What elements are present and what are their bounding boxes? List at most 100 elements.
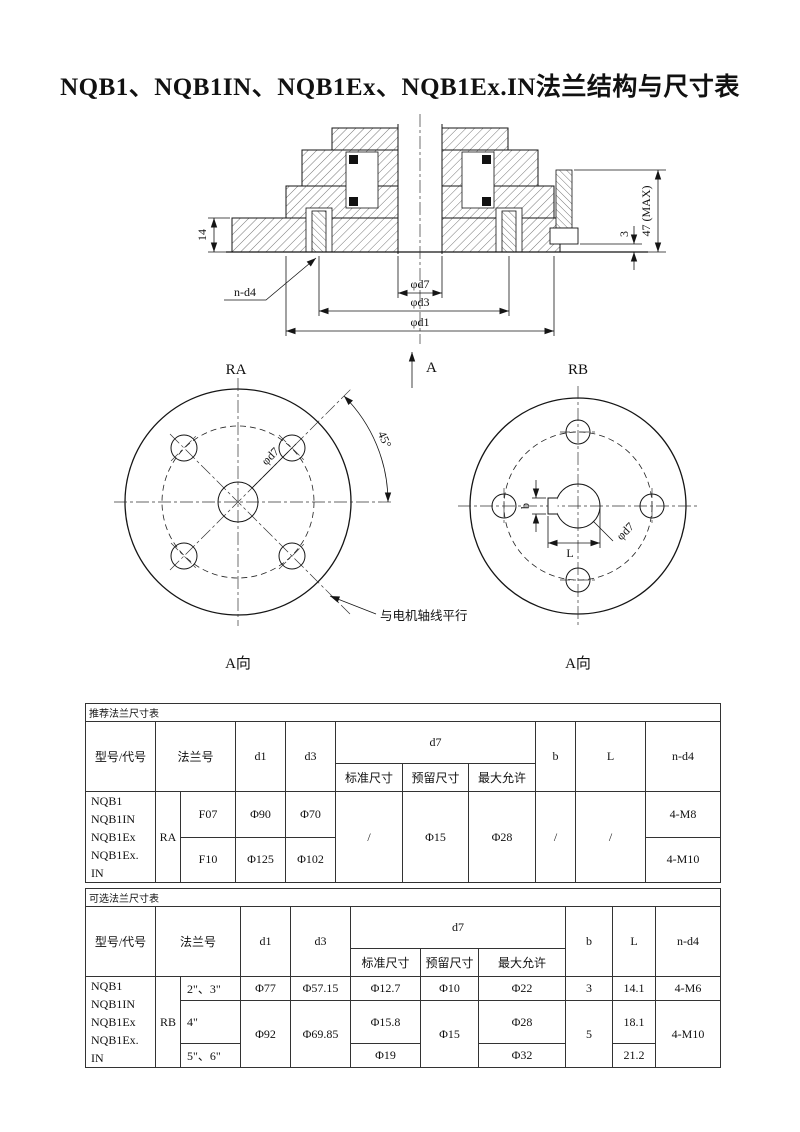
cell-model-list: NQB1 NQB1IN NQB1Ex NQB1Ex. IN bbox=[85, 791, 156, 883]
stud-icon bbox=[555, 169, 573, 229]
cell-nd4: 4-M6 bbox=[655, 976, 721, 1001]
cell-L: / bbox=[575, 791, 646, 883]
section-mark-label: A bbox=[426, 360, 437, 376]
table-caption: 推荐法兰尺寸表 bbox=[85, 703, 721, 722]
dim-gap: 3 bbox=[580, 226, 642, 270]
col-header-d3: d3 bbox=[290, 906, 351, 977]
nd4-leader: n-d4 bbox=[224, 257, 317, 301]
cell-L: 21.2 bbox=[612, 1043, 656, 1068]
dim-label-d7: φd7 bbox=[411, 277, 430, 291]
ra-flange-view: RA φd7 45° 与电机轴线平行 A向 bbox=[114, 362, 468, 672]
ra-view-title: RA bbox=[226, 362, 247, 378]
col-header-d7-reserved: 预留尺寸 bbox=[402, 763, 469, 792]
ra-bolt-hole bbox=[278, 542, 306, 570]
col-header-d3: d3 bbox=[285, 721, 336, 792]
cell-flange-group: RB bbox=[155, 976, 181, 1068]
cell-d3: Φ57.15 bbox=[290, 976, 351, 1001]
cell-d3: Φ70 bbox=[285, 791, 336, 838]
col-header-model: 型号/代号 bbox=[85, 721, 156, 792]
optional-flange-table: 可选法兰尺寸表 型号/代号 法兰号 d1 d3 d7 b L n-d4 标准尺寸… bbox=[85, 888, 721, 1068]
cell-d7-standard: Φ15.8 bbox=[350, 1000, 421, 1044]
rb-view-title: RB bbox=[568, 362, 588, 378]
col-header-d7-max: 最大允许 bbox=[468, 763, 536, 792]
cell-L: 18.1 bbox=[612, 1000, 656, 1044]
dim-d3: φd3 bbox=[318, 256, 510, 316]
page-title: NQB1、NQB1IN、NQB1Ex、NQB1Ex.IN法兰结构与尺寸表 bbox=[60, 73, 740, 101]
ra-angle-arc bbox=[343, 395, 392, 503]
seal-ring-icon bbox=[349, 197, 358, 206]
ra-bolt-hole bbox=[170, 542, 198, 570]
cell-model-list: NQB1 NQB1IN NQB1Ex NQB1Ex. IN bbox=[85, 976, 156, 1068]
col-header-nd4: n-d4 bbox=[645, 721, 721, 792]
ra-bolt-hole bbox=[170, 434, 198, 462]
cell-nd4: 4-M10 bbox=[655, 1000, 721, 1068]
dim-label-47max: 47 (MAX) bbox=[639, 186, 653, 237]
cell-d3: Φ69.85 bbox=[290, 1000, 351, 1068]
cell-flange-no: 4" bbox=[180, 1000, 241, 1044]
rb-keyway bbox=[547, 497, 558, 515]
col-header-b: b bbox=[535, 721, 576, 792]
dim-label-nd4: n-d4 bbox=[234, 285, 256, 299]
cell-d7-reserved: Φ15 bbox=[420, 1000, 479, 1068]
col-header-model: 型号/代号 bbox=[85, 906, 156, 977]
col-header-d7-max: 最大允许 bbox=[478, 948, 566, 977]
dim-label-14: 14 bbox=[195, 229, 209, 241]
rb-view-direction-label: A向 bbox=[565, 655, 591, 672]
cell-L: 14.1 bbox=[612, 976, 656, 1001]
table-caption: 可选法兰尺寸表 bbox=[85, 888, 721, 907]
cell-nd4: 4-M8 bbox=[645, 791, 721, 838]
cell-d7-reserved: Φ15 bbox=[402, 791, 469, 883]
col-header-L: L bbox=[612, 906, 656, 977]
recommended-flange-table: 推荐法兰尺寸表 型号/代号 法兰号 d1 d3 d7 b L n-d4 标准尺寸… bbox=[85, 703, 721, 883]
cell-d7-standard: / bbox=[335, 791, 403, 883]
cell-d7-max: Φ22 bbox=[478, 976, 566, 1001]
dim-label-d1: φd1 bbox=[411, 315, 430, 329]
flange-technical-drawing: 14 47 (MAX) 3 φd7 bbox=[114, 114, 698, 672]
cell-flange-no: 2"、3" bbox=[180, 976, 241, 1001]
rb-flange-view: RB b bbox=[458, 362, 698, 672]
col-header-L: L bbox=[575, 721, 646, 792]
cell-d7-reserved: Φ10 bbox=[420, 976, 479, 1001]
ra-parallel-note: 与电机轴线平行 bbox=[380, 608, 468, 623]
cell-d1: Φ125 bbox=[235, 836, 286, 883]
ra-d7-label: φd7 bbox=[259, 445, 282, 468]
dim-d7: φd7 bbox=[397, 256, 443, 298]
optional-flange-table-wrap: 可选法兰尺寸表 型号/代号 法兰号 d1 d3 d7 b L n-d4 标准尺寸… bbox=[85, 888, 721, 1068]
recommended-flange-table-wrap: 推荐法兰尺寸表 型号/代号 法兰号 d1 d3 d7 b L n-d4 标准尺寸… bbox=[85, 703, 721, 883]
cell-d7-max: Φ32 bbox=[478, 1043, 566, 1068]
col-header-d7: d7 bbox=[335, 721, 536, 764]
ra-center-bore bbox=[217, 481, 259, 523]
col-header-d7-reserved: 预留尺寸 bbox=[420, 948, 479, 977]
seal-ring-icon bbox=[482, 197, 491, 206]
seal-ring-icon bbox=[482, 155, 491, 164]
bolt-icon bbox=[311, 210, 327, 253]
dim-plate-thickness: 14 bbox=[195, 217, 230, 253]
cell-flange-no: F10 bbox=[180, 836, 236, 883]
cell-flange-group: RA bbox=[155, 791, 181, 883]
cell-d1: Φ90 bbox=[235, 791, 286, 838]
seal-ring-icon bbox=[349, 155, 358, 164]
cell-b: / bbox=[535, 791, 576, 883]
col-header-nd4: n-d4 bbox=[655, 906, 721, 977]
col-header-d1: d1 bbox=[235, 721, 286, 792]
bolt-icon bbox=[501, 210, 517, 253]
col-header-d7-standard: 标准尺寸 bbox=[335, 763, 403, 792]
ra-view-direction-label: A向 bbox=[225, 655, 251, 672]
col-header-d7: d7 bbox=[350, 906, 566, 949]
col-header-d7-standard: 标准尺寸 bbox=[350, 948, 421, 977]
cell-b: 5 bbox=[565, 1000, 613, 1068]
rb-b-label: b bbox=[518, 503, 532, 509]
dim-label-d3: φd3 bbox=[411, 295, 430, 309]
cell-d1: Φ77 bbox=[240, 976, 291, 1001]
rb-dim-b: b bbox=[518, 480, 546, 532]
col-header-d1: d1 bbox=[240, 906, 291, 977]
cell-d7-standard: Φ19 bbox=[350, 1043, 421, 1068]
dim-d1: φd1 bbox=[285, 256, 555, 336]
cell-b: 3 bbox=[565, 976, 613, 1001]
housing-cross-section bbox=[226, 114, 648, 344]
ra-angle-label: 45° bbox=[375, 429, 395, 450]
cell-d3: Φ102 bbox=[285, 836, 336, 883]
rb-dim-L: L bbox=[547, 508, 601, 560]
ra-bolt-hole bbox=[278, 434, 306, 462]
cell-nd4: 4-M10 bbox=[645, 836, 721, 883]
